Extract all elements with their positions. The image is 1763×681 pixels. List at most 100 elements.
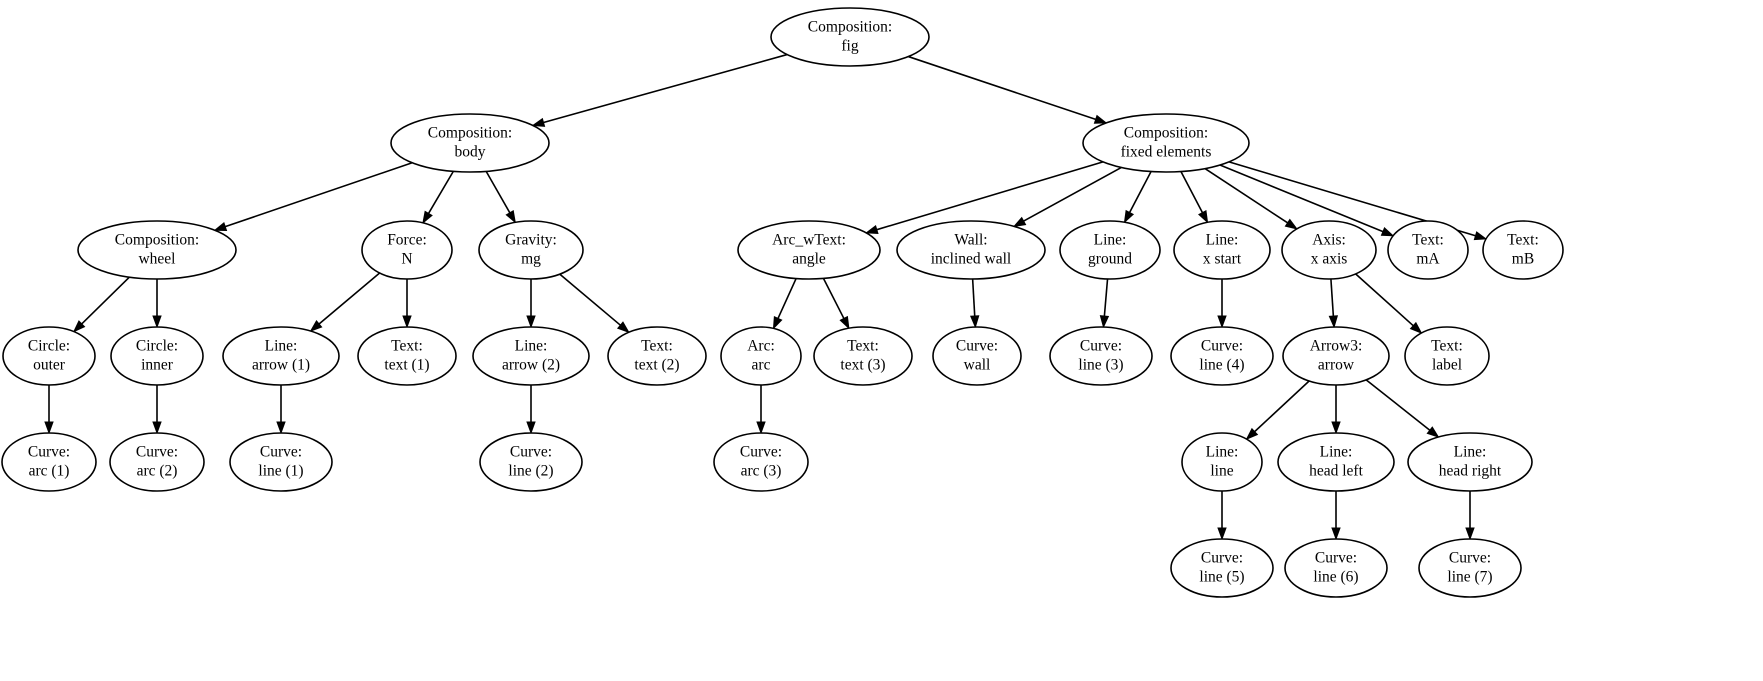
node-text2[interactable]: Text:text (2): [607, 326, 707, 386]
node-circinner[interactable]: Circle:inner: [110, 326, 204, 386]
node-ellipse[interactable]: [1170, 326, 1274, 386]
node-forceN[interactable]: Force:N: [361, 220, 453, 280]
node-ellipse[interactable]: [1418, 538, 1522, 598]
node-textmB[interactable]: Text:mB: [1482, 220, 1564, 280]
node-ellipse[interactable]: [1407, 432, 1533, 492]
node-arrow3[interactable]: Arrow3:arrow: [1282, 326, 1390, 386]
node-curveline2[interactable]: Curve:line (2): [479, 432, 583, 492]
node-ellipse[interactable]: [229, 432, 333, 492]
arrowhead-icon: [505, 210, 516, 224]
node-label-type: Axis:: [1312, 232, 1346, 249]
node-curveline3[interactable]: Curve:line (3): [1049, 326, 1153, 386]
node-label-type: Curve:: [1201, 338, 1243, 355]
node-fixed[interactable]: Composition:fixed elements: [1082, 113, 1250, 173]
node-ellipse[interactable]: [1173, 220, 1271, 280]
node-ellipse[interactable]: [390, 113, 550, 173]
node-ellipse[interactable]: [1482, 220, 1564, 280]
node-label-name: text (2): [634, 357, 679, 374]
node-ellipse[interactable]: [109, 432, 205, 492]
arrowhead-icon: [1284, 218, 1299, 230]
edge-line: [1219, 164, 1384, 233]
node-curveline6[interactable]: Curve:line (6): [1284, 538, 1388, 598]
node-label-type: Text:: [1507, 232, 1539, 249]
node-ellipse[interactable]: [1049, 326, 1153, 386]
node-ellipse[interactable]: [1059, 220, 1161, 280]
node-ellipse[interactable]: [737, 220, 881, 280]
node-ellipse[interactable]: [607, 326, 707, 386]
node-arcwtext[interactable]: Arc_wText:angle: [737, 220, 881, 280]
node-headleft[interactable]: Line:head left: [1277, 432, 1395, 492]
node-ellipse[interactable]: [2, 326, 96, 386]
node-ellipse[interactable]: [479, 432, 583, 492]
edge-line: [1365, 379, 1431, 431]
node-ellipse[interactable]: [813, 326, 913, 386]
edge-wheel-to-circinner: [152, 279, 162, 329]
edge-arcwtext-to-arcarc: [772, 278, 797, 330]
node-label-type: Arc_wText:: [772, 232, 846, 249]
edge-fixed-to-xstart: [1180, 171, 1209, 224]
node-body[interactable]: Composition:body: [390, 113, 550, 173]
node-wall[interactable]: Wall:inclined wall: [896, 220, 1046, 280]
node-label-name: inclined wall: [931, 251, 1012, 268]
node-label-name: arc (1): [29, 463, 70, 480]
node-curveline1[interactable]: Curve:line (1): [229, 432, 333, 492]
node-ellipse[interactable]: [1284, 538, 1388, 598]
node-ellipse[interactable]: [361, 220, 453, 280]
node-xstart[interactable]: Line:x start: [1173, 220, 1271, 280]
edge-fixed-to-textmA: [1219, 164, 1395, 237]
node-textmA[interactable]: Text:mA: [1387, 220, 1469, 280]
node-ellipse[interactable]: [932, 326, 1022, 386]
node-ellipse[interactable]: [77, 220, 237, 280]
node-ellipse[interactable]: [222, 326, 340, 386]
node-linearrow1[interactable]: Line:arrow (1): [222, 326, 340, 386]
node-ellipse[interactable]: [1404, 326, 1490, 386]
node-ellipse[interactable]: [1, 432, 97, 492]
node-linearrow2[interactable]: Line:arrow (2): [472, 326, 590, 386]
edge-line: [1103, 278, 1109, 317]
node-curvewall[interactable]: Curve:wall: [932, 326, 1022, 386]
node-headright[interactable]: Line:head right: [1407, 432, 1533, 492]
edge-body-to-wheel: [213, 162, 413, 231]
node-ellipse[interactable]: [110, 326, 204, 386]
node-ellipse[interactable]: [720, 326, 802, 386]
arrowhead-icon: [864, 225, 879, 235]
node-ellipse[interactable]: [1170, 538, 1274, 598]
node-ellipse[interactable]: [1277, 432, 1395, 492]
arrowhead-icon: [1380, 227, 1395, 237]
node-ellipse[interactable]: [770, 7, 930, 67]
node-xaxis[interactable]: Axis:x axis: [1281, 220, 1377, 280]
node-label-type: Line:: [1094, 232, 1127, 249]
node-textlabel[interactable]: Text:label: [1404, 326, 1490, 386]
node-curvearc1[interactable]: Curve:arc (1): [1, 432, 97, 492]
edge-fig-to-body: [531, 53, 788, 127]
node-label-name: ground: [1088, 251, 1132, 268]
node-ellipse[interactable]: [1282, 326, 1390, 386]
node-label-type: Composition:: [1124, 125, 1208, 142]
node-ellipse[interactable]: [478, 220, 584, 280]
node-ellipse[interactable]: [357, 326, 457, 386]
arrowhead-icon: [526, 421, 536, 435]
node-curveline4[interactable]: Curve:line (4): [1170, 326, 1274, 386]
node-ellipse[interactable]: [1082, 113, 1250, 173]
edge-line: [485, 170, 511, 214]
node-curvearc3[interactable]: Curve:arc (3): [713, 432, 809, 492]
node-text3[interactable]: Text:text (3): [813, 326, 913, 386]
node-curveline7[interactable]: Curve:line (7): [1418, 538, 1522, 598]
node-text1[interactable]: Text:text (1): [357, 326, 457, 386]
node-ellipse[interactable]: [713, 432, 809, 492]
node-ground[interactable]: Line: ground: [1059, 220, 1161, 280]
edge-headright-to-curveline7: [1465, 491, 1475, 541]
node-gravity[interactable]: Gravity:mg: [478, 220, 584, 280]
node-curvearc2[interactable]: Curve:arc (2): [109, 432, 205, 492]
node-lineline[interactable]: Line:line: [1181, 432, 1263, 492]
node-ellipse[interactable]: [1387, 220, 1469, 280]
node-arcarc[interactable]: Arc:arc: [720, 326, 802, 386]
node-ellipse[interactable]: [1281, 220, 1377, 280]
node-ellipse[interactable]: [1181, 432, 1263, 492]
node-curveline5[interactable]: Curve:line (5): [1170, 538, 1274, 598]
node-ellipse[interactable]: [472, 326, 590, 386]
node-circouter[interactable]: Circle:outer: [2, 326, 96, 386]
node-wheel[interactable]: Composition:wheel: [77, 220, 237, 280]
node-ellipse[interactable]: [896, 220, 1046, 280]
node-fig[interactable]: Composition:fig: [770, 7, 930, 67]
